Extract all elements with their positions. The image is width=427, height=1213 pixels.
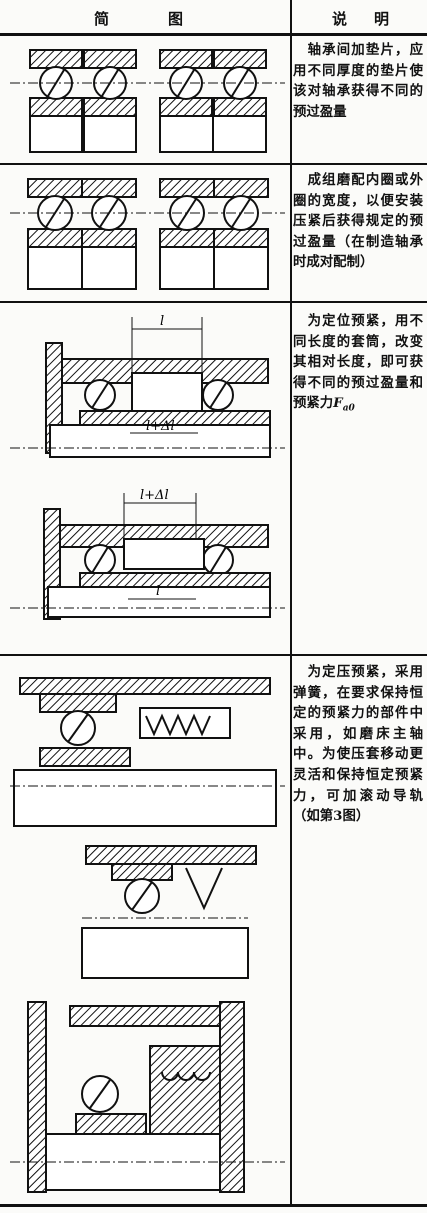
spring-preload-diagram [0,656,290,1204]
row-3-text: 为定位预紧，用不同长度的套筒，改变其相对长度，即可获得不同的预过盈量和预紧力 [293,313,423,412]
header-rule [0,33,427,36]
dim-label-l-bottom: l [156,584,160,599]
row-2-description: 成组磨配内圈或外圈的宽度，以便安装压紧后获得规定的预过盈量（在制造轴承时成对配制… [293,170,423,273]
header-diagram-char2: 图 [168,10,184,28]
column-divider [290,0,292,1207]
row-1-description: 轴承间加垫片，应用不同厚度的垫片使该对轴承获得不同的预过盈量 [293,40,423,122]
preload-force-symbol: Fa0 [333,395,355,415]
dim-label-l-plus-dl-top: l+Δl [146,419,175,434]
bearing-pair-ground-diagram [0,165,290,301]
sleeve-preload-diagram: l l+Δl l+Δl l [0,303,290,654]
row-4-text: 为定压预紧，采用弹簧，在要求保持恒定的预紧力的部件中采用，如磨床主轴中。为使压套… [293,664,423,825]
bottom-rule [0,1204,427,1207]
row-1-text: 轴承间加垫片，应用不同厚度的垫片使该对轴承获得不同的预过盈量 [293,42,423,120]
header-diagram: 简 图 [60,4,290,34]
header-diagram-char1: 简 [94,10,110,28]
header-explain-char1: 说 [332,10,348,28]
row-rule-1 [0,163,427,165]
row-rule-3 [0,654,427,656]
row-3-description: 为定位预紧，用不同长度的套筒，改变其相对长度，即可获得不同的预过盈量和预紧力Fa… [293,311,423,420]
bearing-pair-spacer-diagram [0,36,290,163]
row-2-text: 成组磨配内圈或外圈的宽度，以便安装压紧后获得规定的预过盈量（在制造轴承时成对配制… [293,172,423,271]
row-rule-2 [0,301,427,303]
row-4-description: 为定压预紧，采用弹簧，在要求保持恒定的预紧力的部件中采用，如磨床主轴中。为使压套… [293,662,423,827]
dim-label-l-top: l [160,314,164,329]
header-explain-char2: 明 [374,10,390,28]
dim-label-l-plus-dl-bottom: l+Δl [140,488,169,503]
header-explain: 说 明 [296,4,427,34]
